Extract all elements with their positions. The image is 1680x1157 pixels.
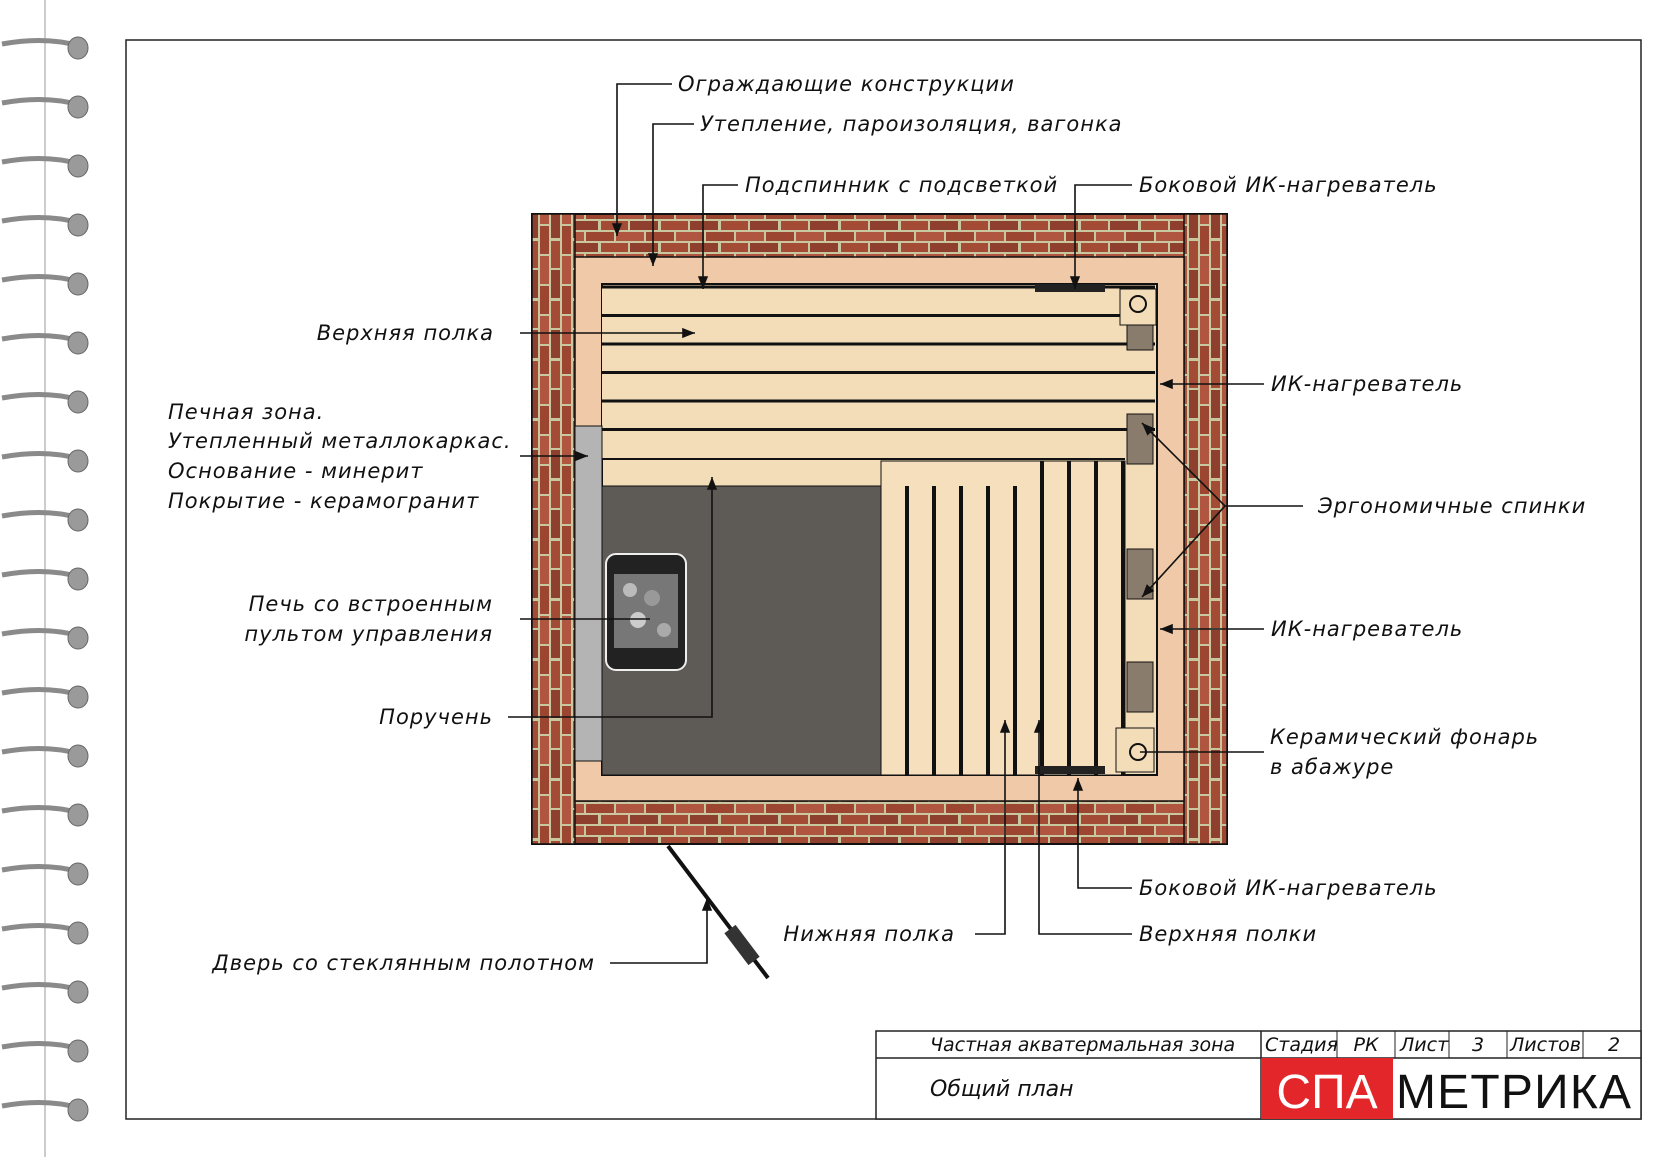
spiral-ring-hole (67, 508, 89, 532)
sheet-label: Лист (1399, 1034, 1449, 1056)
label-insulation: Утепление, пароизоляция, вагонка (700, 112, 1123, 136)
label-ergonomic-backs: Эргономичные спинки (1317, 494, 1586, 518)
label-stove-1: Печь со встроенным (249, 592, 493, 616)
label-ir-heater-2: ИК-нагреватель (1271, 617, 1463, 641)
spiral-ring-hole (67, 95, 89, 119)
spiral-ring-hole (67, 567, 89, 591)
label-lower-bench: Нижняя полка (783, 922, 955, 946)
spiral-ring-hole (67, 626, 89, 650)
spiral-ring-hole (67, 272, 89, 296)
label-side-ir-bottom: Боковой ИК-нагреватель (1139, 876, 1438, 900)
label-side-ir-top: Боковой ИК-нагреватель (1139, 173, 1438, 197)
stage-value: РК (1354, 1034, 1380, 1056)
lower-bench (880, 460, 1126, 776)
label-stove-2: пультом управления (244, 622, 493, 646)
leader-lines (508, 83, 1303, 964)
project-name: Частная акватермальная зона (930, 1034, 1235, 1056)
spiral-ring-hole (67, 980, 89, 1004)
label-stove-zone-3: Основание - минерит (168, 459, 423, 483)
spiral-ring-hole (67, 331, 89, 355)
label-ir-heater-1: ИК-нагреватель (1271, 372, 1463, 396)
spiral-ring-hole (67, 36, 89, 60)
spiral-ring-hole (67, 862, 89, 886)
stage-label: Стадия (1265, 1034, 1338, 1056)
label-lamp-2: в абажуре (1270, 755, 1394, 779)
sheet-value: 3 (1472, 1034, 1484, 1056)
logo-spa: СПА (1276, 1066, 1377, 1119)
label-upper-benches: Верхняя полки (1139, 922, 1317, 946)
spiral-ring-hole (67, 921, 89, 945)
label-backrest-light: Подспинник с подсветкой (745, 173, 1058, 197)
spiral-ring-hole (67, 685, 89, 709)
label-door: Дверь со стеклянным полотном (211, 951, 595, 975)
door-handle (724, 924, 760, 966)
title-block (875, 1030, 1642, 1120)
stove (605, 553, 687, 671)
side-ir-heater-bottom (1035, 766, 1105, 774)
spiral-ring-hole (67, 449, 89, 473)
sheets-value: 2 (1608, 1034, 1620, 1056)
label-stove-zone-4: Покрытие - керамогранит (168, 489, 479, 513)
label-stove-zone-1: Печная зона. (168, 400, 324, 424)
lamps (1115, 288, 1157, 773)
spiral-ring-hole (67, 803, 89, 827)
label-upper-bench: Верхняя полка (317, 321, 494, 345)
drawing-name: Общий план (930, 1077, 1074, 1102)
spiral-ring-hole (67, 213, 89, 237)
logo-metrika: МЕТРИКА (1396, 1066, 1631, 1119)
sheets-label: Листов (1509, 1034, 1581, 1056)
label-lamp-1: Керамический фонарь (1270, 725, 1539, 749)
label-stove-zone-2: Утепленный металлокаркас. (168, 429, 512, 453)
label-handrail: Поручень (379, 705, 493, 729)
spiral-ring-hole (67, 1098, 89, 1122)
spiral-ring-hole (67, 744, 89, 768)
stove-zone-frame (574, 425, 603, 762)
spiral-ring-hole (67, 390, 89, 414)
spiral-ring-hole (67, 1039, 89, 1063)
label-enclosing: Ограждающие конструкции (678, 72, 1015, 96)
spiral-ring-hole (67, 154, 89, 178)
upper-bench (602, 285, 1155, 460)
backrests (1126, 313, 1154, 713)
side-ir-heater-top (1035, 284, 1105, 292)
